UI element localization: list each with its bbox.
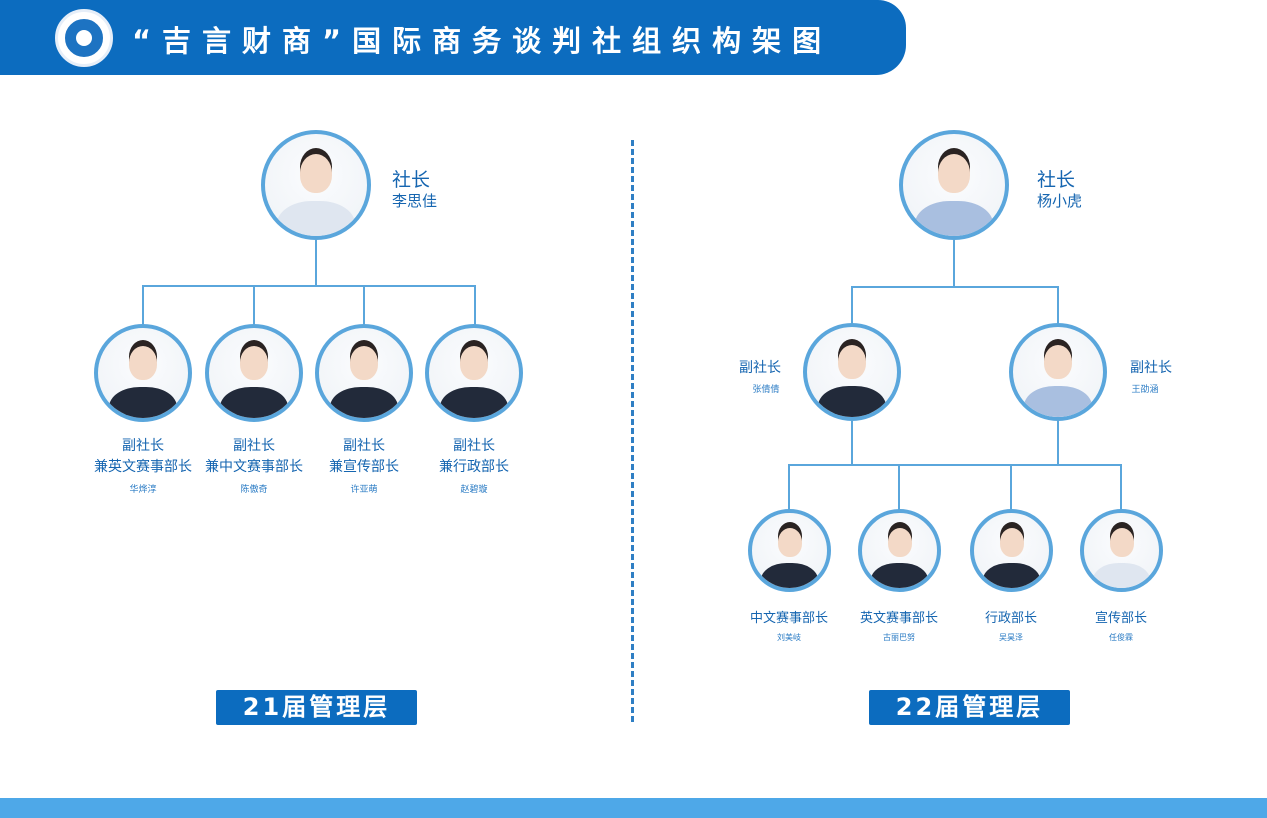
vp-role: 副社长 [739,360,781,376]
badge-22: 22届管理层 [869,690,1070,725]
photo-member [858,509,941,592]
connector [253,285,255,325]
vp-name: 王劭涵 [1131,385,1159,395]
member-role: 宣传部长 [1094,611,1147,626]
photo-member [748,509,831,592]
vp-name: 张倩倩 [752,385,780,395]
page-title: “吉言财商”国际商务谈判社组织构架图 [132,24,833,58]
photo-member [205,324,303,422]
connector [1120,464,1122,510]
member-name: 吴昊泽 [999,633,1023,642]
connector [898,464,900,510]
photo-member [1080,509,1163,592]
member-name: 刘美岐 [777,633,801,642]
footer-bar [0,798,1267,818]
member-role: 行政部长 [984,611,1037,626]
photo-member [970,509,1053,592]
dashed-divider [631,140,634,722]
member-role: 中文赛事部长 [749,611,828,626]
member-name: 任俊霖 [1109,633,1133,642]
member-role: 副社长 [122,438,164,454]
president-21-role: 社长 [392,169,431,191]
badge-21: 21届管理层 [216,690,417,725]
member-name: 华烨淳 [129,485,157,495]
president-22-name: 杨小虎 [1037,192,1083,210]
connector [1010,464,1012,510]
member-name: 陈傲奇 [240,485,268,495]
connector [851,286,853,324]
header-bar: “吉言财商”国际商务谈判社组织构架图 [0,0,906,75]
member-name: 古丽巴努 [883,633,915,642]
member-role: 兼英文赛事部长 [94,459,192,475]
member-role: 兼中文赛事部长 [205,459,303,475]
photo-vp [803,323,901,421]
vp-role: 副社长 [1130,360,1172,376]
photo-member [315,324,413,422]
member-role: 副社长 [343,438,385,454]
member-role: 英文赛事部长 [859,611,938,626]
president-21-name: 李思佳 [392,192,438,210]
connector [953,240,955,287]
connector [142,285,476,287]
photo-member [425,324,523,422]
photo-president-22 [899,130,1009,240]
connector [315,240,317,286]
member-name: 赵碧璇 [460,485,488,495]
photo-vp [1009,323,1107,421]
member-name: 许亚萌 [350,485,378,495]
connector [788,464,1122,466]
member-role: 副社长 [453,438,495,454]
connector [474,285,476,325]
connector [363,285,365,325]
club-logo-icon [55,9,113,67]
connector [142,285,144,325]
connector [851,286,1059,288]
connector [1057,286,1059,324]
member-role: 副社长 [233,438,275,454]
connector [788,464,790,510]
president-22-role: 社长 [1037,169,1076,191]
connector [851,421,853,466]
photo-president-21 [261,130,371,240]
connector [1057,421,1059,466]
photo-member [94,324,192,422]
member-role: 兼行政部长 [439,459,509,475]
member-role: 兼宣传部长 [329,459,399,475]
